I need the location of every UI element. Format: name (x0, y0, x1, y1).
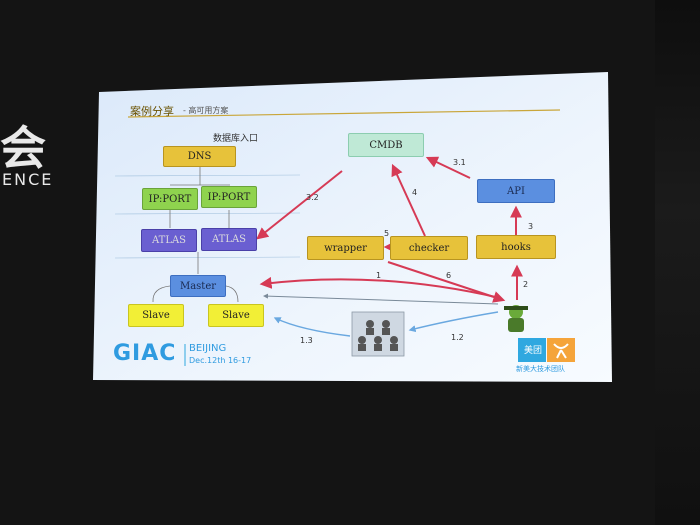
edge-label-1-3: 1.3 (300, 336, 313, 345)
slave-node-2: Slave (208, 304, 264, 327)
edge-label-3-2: 3.2 (306, 193, 319, 202)
edge-label-6: 6 (446, 271, 452, 280)
dns-node: DNS (163, 146, 236, 167)
api-node: API (477, 179, 555, 203)
edge-label-3-1: 3.1 (453, 158, 466, 167)
guide-line (114, 256, 301, 259)
ipport-node-2: IP:PORT (201, 186, 257, 208)
slide-title: 案例分享 (130, 105, 174, 118)
brand-person-icon (553, 343, 569, 359)
arrow-1 (259, 276, 501, 299)
slave-node-1: Slave (128, 304, 184, 327)
brand-badge-bg (518, 338, 546, 362)
slide-subtitle: - 高可用方案 (183, 106, 229, 115)
edge-label-1-2: 1.2 (451, 333, 464, 342)
master-node: Master (170, 275, 226, 297)
edge-label-3: 3 (528, 222, 534, 231)
hooks-node: hooks (476, 235, 556, 259)
arrow-3-1 (425, 156, 471, 179)
arrow-4 (391, 163, 426, 237)
guide-line (114, 212, 301, 215)
database-entry-label: 数据库入口 (213, 134, 259, 144)
ipport-node-1: IP:PORT (142, 188, 198, 210)
atlas-node-1: ATLAS (141, 229, 197, 252)
cmdb-node: CMDB (348, 133, 424, 157)
agent-figures-icon (358, 320, 398, 351)
arrow-gray (263, 293, 499, 305)
checker-node: checker (390, 236, 468, 260)
brand-caption: 新美大技术团队 (516, 365, 565, 373)
right-dark-panel (655, 0, 700, 525)
arrow-1-2 (408, 311, 499, 333)
atlas-node-2: ATLAS (201, 228, 257, 251)
giac-city: BEIJING (189, 343, 227, 354)
guide-line (114, 174, 301, 177)
edge-label-1: 1 (376, 271, 382, 280)
giac-logo: GIAC (113, 341, 177, 366)
edge-label-2: 2 (523, 280, 529, 289)
title-underline (127, 109, 561, 118)
wrapper-node: wrapper (307, 236, 384, 260)
arrow-6 (387, 261, 506, 303)
background-title-text: ENCE (2, 170, 54, 189)
edge-label-4: 4 (412, 188, 418, 197)
brand-badge: 美团 (523, 346, 542, 356)
operator-figure-icon (504, 305, 528, 332)
connector-master-slave (225, 285, 239, 303)
background-title-char: 会 (0, 121, 46, 175)
arrow-3-2 (256, 170, 343, 240)
arrow-1-3 (273, 317, 351, 337)
edge-label-5: 5 (384, 229, 390, 238)
giac-date: Dec.12th 16-17 (189, 356, 252, 365)
connector-master-slave (152, 285, 171, 303)
